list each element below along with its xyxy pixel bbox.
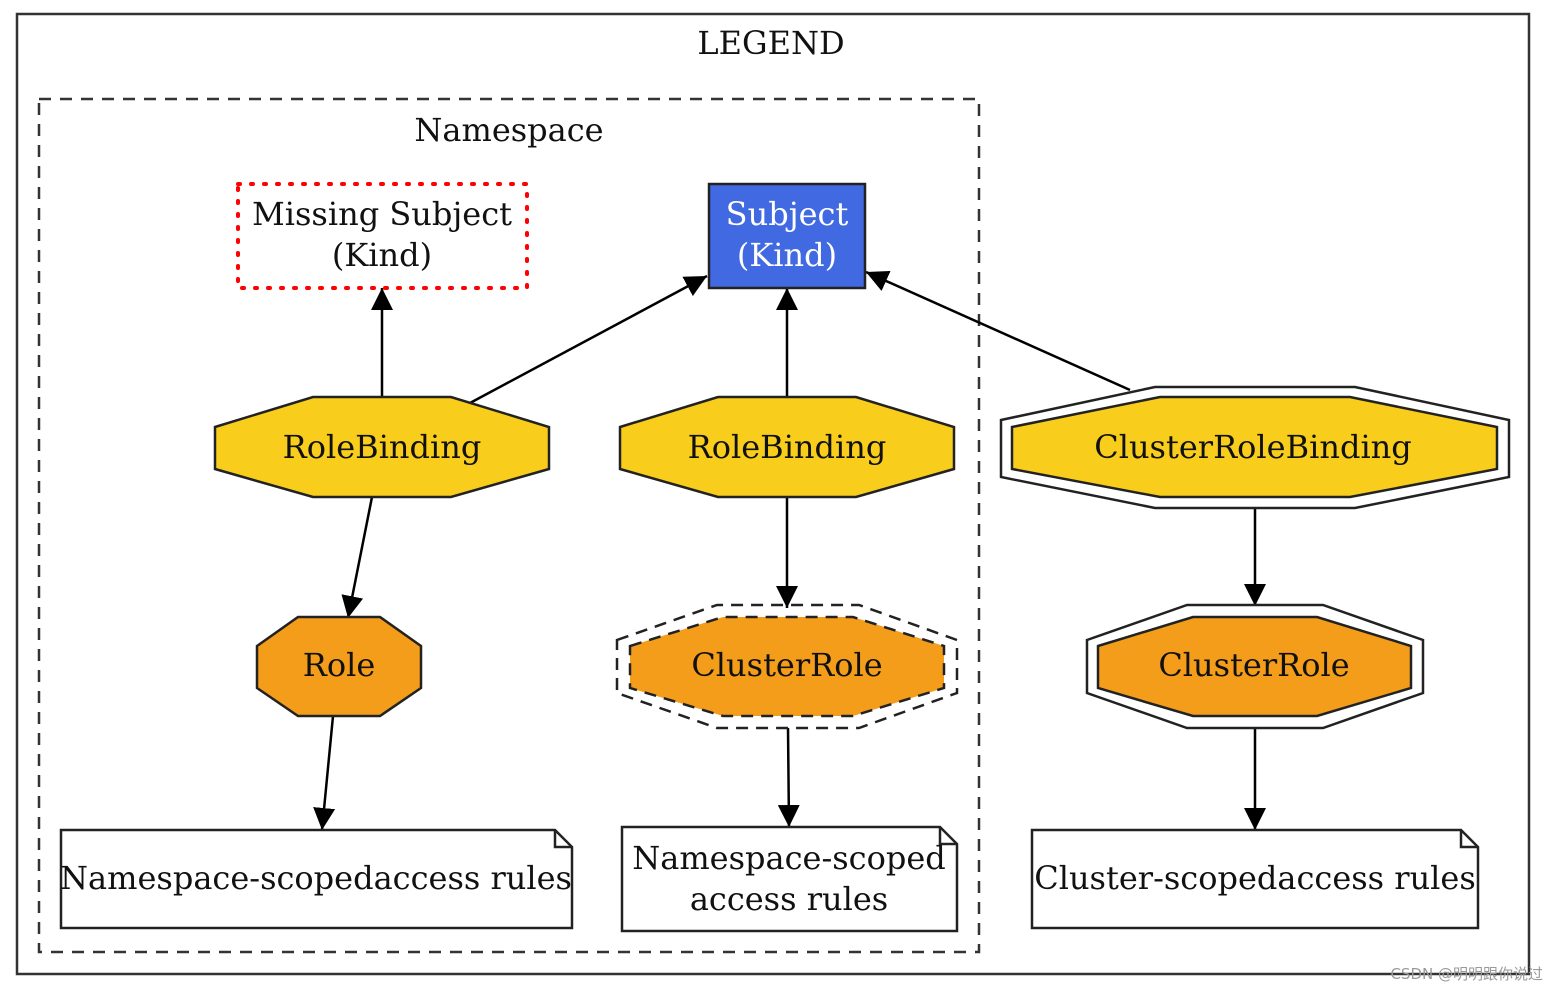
missing-subject-kind: (Kind) xyxy=(332,236,432,274)
clusterrolebinding-label: ClusterRoleBinding xyxy=(1094,428,1412,466)
rules-mid-label-line2: access rules xyxy=(690,880,888,918)
missing-subject-node: Missing Subject (Kind) xyxy=(236,182,529,290)
clusterrole-right-label: ClusterRole xyxy=(1158,646,1349,684)
rules-mid-note: Namespace-scoped access rules xyxy=(620,825,959,933)
missing-subject-label: Missing Subject xyxy=(252,195,512,233)
rules-right-label: Cluster-scopedaccess rules xyxy=(1034,859,1476,897)
role-node: Role xyxy=(255,615,423,718)
rules-left-note: Namespace-scopedaccess rules xyxy=(59,828,574,930)
rolebinding-mid-label: RoleBinding xyxy=(688,428,887,466)
rules-mid-label: Namespace-scoped xyxy=(632,839,946,877)
rolebinding-mid-node: RoleBinding xyxy=(618,395,956,499)
subject-kind: (Kind) xyxy=(737,236,837,274)
clusterrole-right-node: ClusterRole xyxy=(1085,603,1425,730)
subject-label: Subject xyxy=(726,195,849,233)
legend-frame xyxy=(15,12,1531,976)
clusterrolebinding-node: ClusterRoleBinding xyxy=(999,385,1511,510)
clusterrole-mid-node: ClusterRole xyxy=(615,603,959,730)
namespace-cluster xyxy=(37,97,981,954)
edge-clusterrole-mid-to-rules-mid xyxy=(777,727,800,828)
edge-role-to-rules-left xyxy=(313,715,336,831)
clusterrole-mid-label: ClusterRole xyxy=(691,646,882,684)
namespace-title: Namespace xyxy=(414,111,603,149)
role-label: Role xyxy=(303,646,376,684)
edge-clusterrolebinding-to-subject xyxy=(865,270,1131,392)
rolebinding-left-node: RoleBinding xyxy=(213,395,551,499)
rolebinding-left-label: RoleBinding xyxy=(283,428,482,466)
subject-node: Subject (Kind) xyxy=(707,182,867,290)
edge-rolebinding-left-to-subject xyxy=(469,274,708,405)
edges xyxy=(313,270,1266,831)
rules-right-note: Cluster-scopedaccess rules xyxy=(1030,828,1480,930)
rules-left-label: Namespace-scopedaccess rules xyxy=(60,859,572,897)
legend-title: LEGEND xyxy=(697,24,844,62)
edge-rolebinding-left-to-role xyxy=(341,496,374,619)
csdn-watermark: CSDN @明明跟你说过 xyxy=(1390,965,1543,983)
